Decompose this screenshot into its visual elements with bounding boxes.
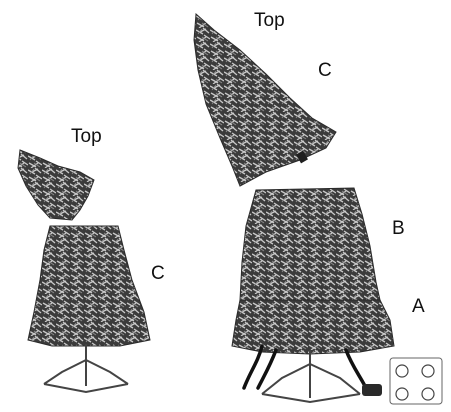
large-tree-section-a-label: A: [412, 297, 425, 316]
large-tree-stand: [262, 350, 360, 402]
power-plug: [362, 384, 382, 396]
large-tree-section-b-label: B: [392, 219, 405, 238]
small-tree-top-section: [18, 150, 94, 220]
large-tree-top-section: [194, 14, 336, 186]
outlet-icon: [390, 358, 442, 404]
large-tree-section-a: [232, 300, 394, 354]
small-tree-top-label: Top: [71, 127, 102, 146]
large-tree-section-c-label: C: [318, 61, 332, 80]
small-tree-section-c: [28, 226, 150, 346]
small-tree: [18, 150, 150, 392]
small-tree-section-c-label: C: [151, 264, 165, 283]
small-tree-stand: [44, 344, 128, 392]
large-tree-top-label: Top: [254, 11, 285, 30]
large-tree-section-b: [240, 188, 380, 300]
